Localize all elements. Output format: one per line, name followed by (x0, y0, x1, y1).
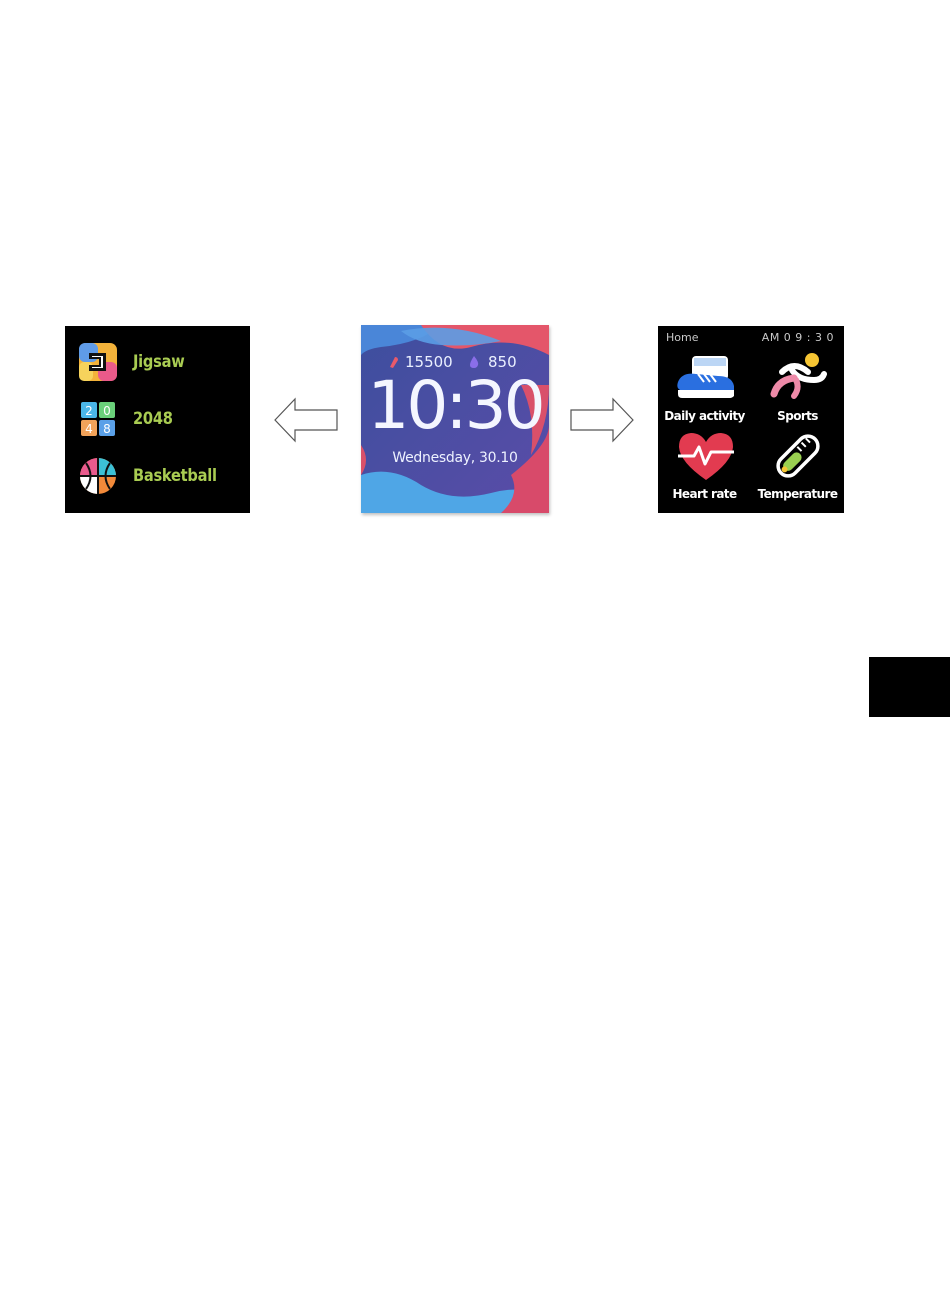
tile-text: 8 (103, 422, 111, 436)
game-item-jigsaw[interactable]: Jigsaw (65, 340, 250, 384)
game-label: Basketball (133, 466, 217, 486)
tile-text: 0 (103, 404, 111, 418)
home-screen: Home AM 0 9 : 3 0 Daily activity Sports … (658, 326, 844, 513)
arrow-right-icon (569, 397, 635, 443)
game-label: 2048 (133, 409, 173, 429)
tile-label-sports: Sports (751, 409, 844, 423)
games-screen: Jigsaw 2 0 4 8 2048 Basketball (65, 326, 250, 513)
runner-icon[interactable] (764, 350, 828, 402)
heart-icon[interactable] (676, 430, 736, 482)
arrow-left-icon (273, 397, 339, 443)
shoe-icon[interactable] (674, 352, 738, 400)
home-title: Home (666, 331, 698, 344)
tile-label-daily-activity: Daily activity (658, 409, 751, 423)
watch-date: Wednesday, 30.10 (361, 450, 549, 466)
game-label: Jigsaw (133, 352, 184, 372)
tile-text: 4 (85, 422, 93, 436)
tile-text: 2 (85, 404, 93, 418)
tile-label-temperature: Temperature (751, 487, 844, 501)
tile-label-heart-rate: Heart rate (658, 487, 751, 501)
page-edge-tab (869, 657, 950, 717)
home-clock: AM 0 9 : 3 0 (762, 331, 834, 344)
watch-time: 10:30 (361, 373, 549, 439)
jigsaw-icon (79, 343, 117, 381)
thermometer-icon[interactable] (768, 428, 828, 484)
basketball-icon (79, 457, 117, 495)
2048-icon: 2 0 4 8 (79, 400, 117, 438)
game-item-2048[interactable]: 2 0 4 8 2048 (65, 397, 250, 441)
game-item-basketball[interactable]: Basketball (65, 454, 250, 498)
watch-face-screen: 15500 850 10:30 Wednesday, 30.10 (361, 325, 549, 513)
